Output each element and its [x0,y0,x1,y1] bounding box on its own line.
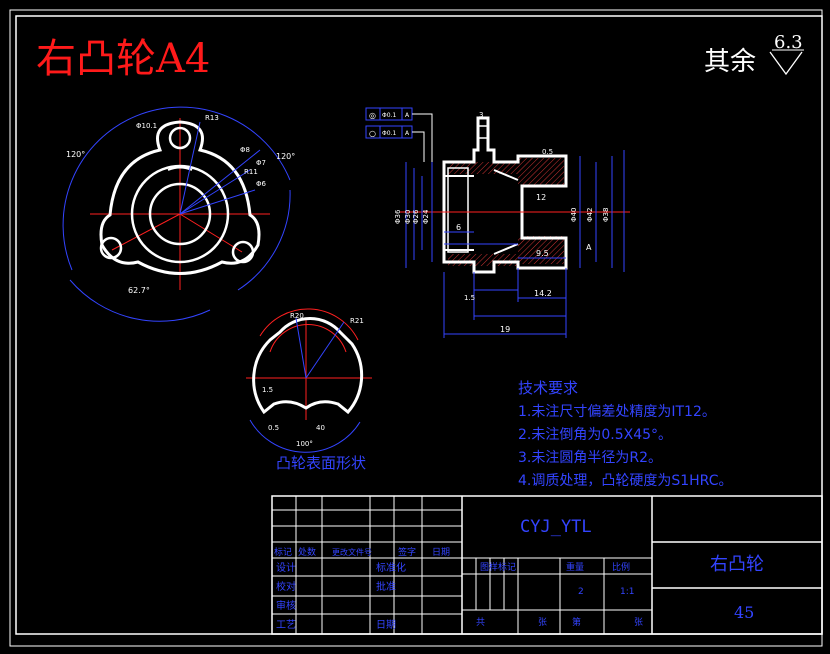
stage-header-1: 重量 [566,561,584,573]
stage-header-0: 图样标记 [480,561,516,573]
drawing-title: 右凸轮A4 [36,36,210,82]
front-dim-3: Φ7 [256,159,266,167]
section-view: ◎ Φ0.1 A ○ Φ0.1 A [365,107,630,338]
front-dim-1: R13 [205,114,219,122]
tol-symbol-1: ○ [369,129,376,138]
row-label-process: 工艺 [276,619,296,631]
cam-dim-0: R20 [290,312,304,320]
front-view: Φ10.1 R13 Φ8 Φ7 Φ6 120° 120° 62.7° R11 [62,106,295,322]
cam-surface-view: R20 R21 1.5 40 0.5 100° 凸轮表面形状 [246,308,372,472]
sec-dim-4: Φ40 [570,208,578,222]
requirement-item-1: 2.未注倒角为0.5X45°。 [518,427,672,443]
tol-datum-0: A [405,112,410,119]
row-label-design: 设计 [276,561,296,574]
approve-label: 批准 [376,580,396,593]
requirement-item-0: 1.未注尺寸偏差处精度为IT12。 [518,404,716,420]
sec-dim-15: A [586,243,592,252]
cam-dim-1: R21 [350,317,364,325]
rev-header-2: 更改文件号 [332,547,372,557]
sec-dim-8: 6 [456,223,461,232]
sec-dim-12: 3 [479,111,483,119]
sec-dim-7: 12 [536,193,546,202]
roughness-symbol: 其余 6.3 [704,32,804,77]
sec-dim-5: Φ42 [586,208,594,222]
roughness-tick-icon [769,51,803,76]
tolerance-frame-0: ◎ Φ0.1 A [365,107,413,121]
sec-dim-2: Φ26 [412,209,420,224]
front-dim-4: Φ6 [256,180,267,188]
row-label-review: 审核 [276,599,296,612]
sec-dim-13: 1.5 [464,294,475,302]
roughness-label: 其余 [704,47,756,77]
front-dim-5: 120° [66,150,85,159]
sheet-label-1: 张 [538,617,547,628]
front-dim-6: 120° [276,152,295,161]
row-label-check: 校对 [276,580,296,593]
tol-symbol-0: ◎ [369,111,376,120]
cam-surface-caption: 凸轮表面形状 [276,454,366,472]
tol-datum-1: A [405,130,410,137]
requirements-heading: 技术要求 [518,379,578,397]
rev-header-4: 日期 [432,547,450,558]
rev-header-1: 处数 [298,546,316,558]
sheet-label-0: 共 [476,617,485,628]
requirement-item-2: 3.未注圆角半径为R2。 [518,450,662,466]
title-block: 标记 处数 更改文件号 签字 日期 设计 校对 审核 工艺 标准化 批准 日期 … [271,495,823,635]
sec-dim-9: 9.5 [536,249,549,258]
date-label: 日期 [376,619,396,631]
material-value: 45 [734,603,754,622]
front-dim-0: Φ10.1 [136,122,157,130]
front-dim-2: Φ8 [240,146,250,154]
quantity-value: 2 [578,587,584,597]
stage-header-2: 比例 [612,561,630,573]
sec-dim-0: Φ36 [394,209,402,224]
roughness-value: 6.3 [774,32,803,53]
sec-dim-3: Φ24 [422,209,430,224]
scale-value: 1:1 [620,587,634,597]
front-dim-8: R11 [244,168,258,176]
cam-dim-4: 0.5 [268,424,279,432]
sec-dim-10: 14.2 [534,289,552,298]
sec-dim-11: 19 [500,325,510,334]
cam-dim-2: 1.5 [262,386,273,394]
front-dim-7: 62.7° [128,286,150,295]
rev-header-3: 签字 [398,546,416,558]
sheet-label-3: 张 [634,617,643,628]
sec-dim-14: 0.5 [542,148,553,156]
cam-dim-5: 100° [296,440,313,448]
tolerance-frame-1: ○ Φ0.1 A [365,125,413,139]
drawing-code: CYJ_YTL [520,517,592,537]
rev-header-0: 标记 [274,546,292,558]
technical-requirements: 技术要求 1.未注尺寸偏差处精度为IT12。 2.未注倒角为0.5X45°。 3… [518,379,732,489]
requirement-item-3: 4.调质处理，凸轮硬度为S1HRC。 [518,473,732,489]
tol-value-0: Φ0.1 [382,112,396,119]
std-label: 标准化 [376,561,406,574]
sheet-label-2: 第 [572,616,581,628]
part-name: 右凸轮 [710,554,764,575]
cam-dim-3: 40 [316,424,325,432]
sec-dim-6: Φ38 [602,208,610,222]
tol-value-1: Φ0.1 [382,130,396,137]
sec-dim-1: Φ30 [404,210,412,224]
